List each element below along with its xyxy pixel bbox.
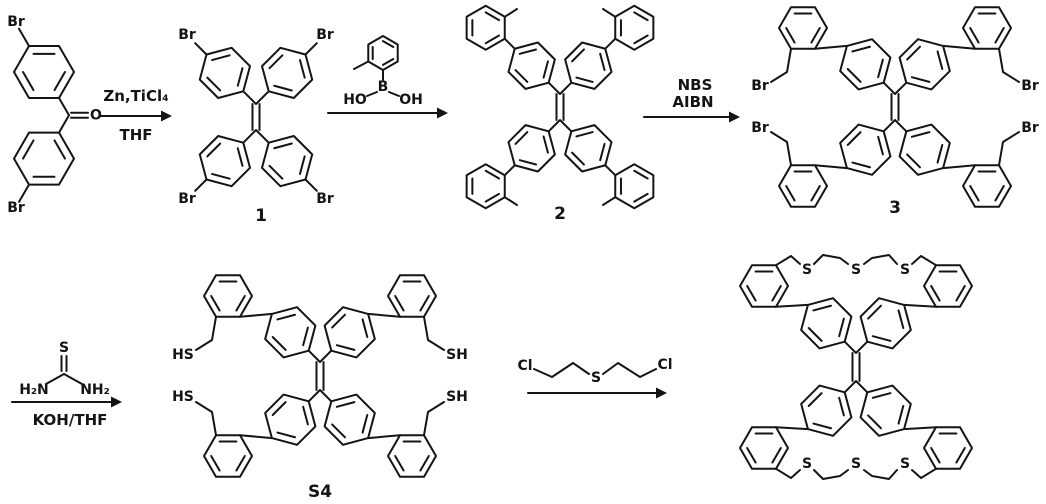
hydroxyl-ho-label: HO: [343, 92, 367, 108]
carbonyl-o-label: O: [90, 107, 102, 123]
thioether-s-label: S: [900, 262, 910, 278]
chlorine-label: Cl: [657, 357, 672, 373]
benzene-rings: [189, 37, 323, 197]
thioether-s-label: S: [851, 262, 861, 278]
bond-lines: [18, 27, 89, 203]
compound-label-3: 3: [889, 198, 901, 218]
solvent-thf-label: THF: [119, 126, 152, 144]
boronic-acid-structure: B HO OH: [343, 35, 423, 108]
bond-lines: [195, 312, 445, 440]
arrow-head: [111, 396, 122, 408]
amine-h2n-label: H₂N: [19, 382, 49, 398]
thiocarbonyl-s-label: S: [59, 340, 69, 356]
benzene-rings: [202, 274, 438, 478]
compound-2-structure: 2: [465, 4, 655, 224]
bond-lines: [533, 362, 657, 378]
benzene-rings: [738, 264, 974, 470]
reactant-structure: Br Br O: [5, 14, 102, 216]
benzene-rings: [777, 6, 1013, 208]
arrow-head: [656, 387, 667, 399]
reaction-arrow-3: NBS AIBN: [643, 76, 740, 123]
dichloride-structure: Cl S Cl: [517, 357, 672, 386]
compound-3-structure: Br Br Br Br 3: [751, 6, 1039, 218]
hydroxyl-oh-label: OH: [399, 92, 423, 108]
atom-label-br: Br: [316, 27, 334, 43]
reaction-arrow-4: S H₂N NH₂ KOH/THF: [11, 340, 122, 429]
chlorine-label: Cl: [517, 358, 532, 374]
thiol-sh-label: SH: [446, 389, 468, 405]
bond-lines: [353, 60, 400, 97]
bond-lines: [775, 254, 937, 480]
atom-label-br: Br: [1021, 120, 1039, 136]
reaction-arrow-2: B HO OH: [327, 35, 448, 119]
thioether-s-label: S: [802, 456, 812, 472]
atom-label-br: Br: [7, 200, 25, 216]
reagent-nbs-label: NBS: [678, 76, 713, 94]
atom-label-br: Br: [178, 191, 196, 207]
amine-nh2-label: NH₂: [80, 382, 110, 398]
benzene-rings: [367, 35, 399, 71]
atom-label-br: Br: [7, 14, 25, 30]
atom-label-br: Br: [178, 27, 196, 43]
compound-s4-structure: HS SH HS SH S4: [172, 274, 468, 502]
benzene-rings: [465, 4, 655, 210]
atom-label-br: Br: [1021, 78, 1039, 94]
thiol-hs-label: HS: [172, 389, 194, 405]
thiol-sh-label: SH: [446, 347, 468, 363]
thiol-hs-label: HS: [172, 347, 194, 363]
reagent-aibn-label: AIBN: [672, 93, 713, 111]
atom-label-br: Br: [316, 191, 334, 207]
bond-lines: [194, 42, 318, 192]
solvent-koh-thf-label: KOH/THF: [33, 411, 108, 429]
benzene-rings: [5, 31, 83, 200]
reaction-arrow-5: Cl S Cl: [517, 357, 673, 399]
bond-lines: [770, 44, 1020, 170]
sulfide-s-label: S: [591, 370, 601, 386]
reaction-arrow-1: Zn,TiCl₄ THF: [99, 87, 172, 144]
compound-label-2: 2: [554, 204, 566, 224]
arrow-head: [729, 111, 740, 123]
compound-label-1: 1: [255, 206, 267, 226]
thioether-s-label: S: [900, 456, 910, 472]
atom-label-br: Br: [751, 120, 769, 136]
compound-label-s4: S4: [308, 482, 332, 502]
arrow-head: [437, 107, 448, 119]
product-structure: S S S S S S: [738, 254, 974, 480]
compound-1-structure: Br Br Br Br 1: [178, 27, 334, 226]
reagent-zn-ticl4-label: Zn,TiCl₄: [103, 87, 168, 105]
thiourea-structure: S H₂N NH₂: [19, 340, 110, 398]
bond-lines: [45, 355, 83, 385]
thioether-s-label: S: [851, 456, 861, 472]
thioether-s-label: S: [802, 262, 812, 278]
atom-label-br: Br: [751, 78, 769, 94]
boron-label: B: [378, 79, 389, 95]
arrow-head: [161, 110, 172, 122]
bond-lines: [503, 8, 617, 206]
